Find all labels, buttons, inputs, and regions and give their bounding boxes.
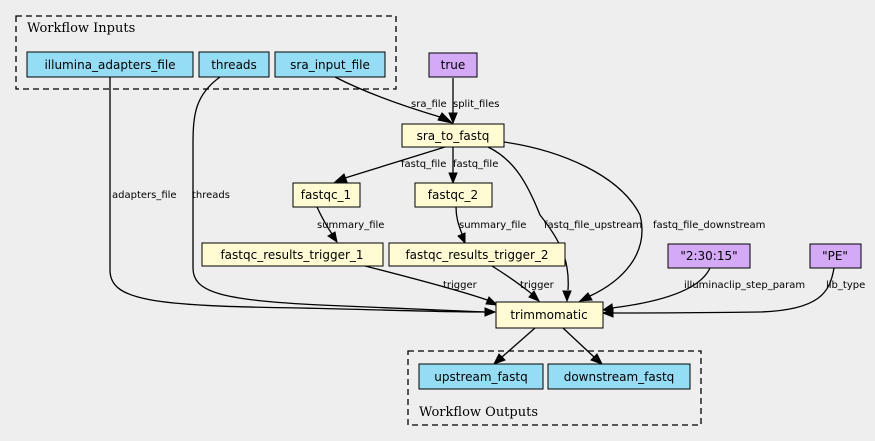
- edge-label-lib-type: lib_type: [826, 280, 865, 291]
- edge-label-summary-file-2: summary_file: [459, 220, 526, 231]
- node-label-sra-to-fastq: sra_to_fastq: [417, 129, 490, 143]
- edge-label-trigger-1: trigger: [443, 280, 478, 291]
- node-label-true-literal: true: [441, 58, 466, 72]
- node-trimmomatic[interactable]: trimmomatic: [495, 301, 604, 329]
- node-label-threads: threads: [211, 58, 257, 72]
- node-label-pe-literal: "PE": [822, 249, 848, 263]
- edge-fastq-file-downstream: [503, 141, 643, 297]
- edge-trigger-2: [491, 265, 533, 295]
- node-time-literal[interactable]: "2:30:15": [667, 243, 751, 269]
- edge-summary-file-2: [455, 206, 463, 235]
- node-fastqc-1[interactable]: fastqc_1: [292, 182, 361, 208]
- edge-trigger-1: [364, 265, 491, 302]
- node-pe-literal[interactable]: "PE": [809, 243, 862, 269]
- edge-label-adapters-file: adapters_file: [112, 190, 177, 201]
- node-fastqc-2[interactable]: fastqc_2: [414, 182, 493, 208]
- node-sra-to-fastq[interactable]: sra_to_fastq: [401, 123, 505, 148]
- edge-fastq-file-upstream: [487, 146, 569, 291]
- node-illumina-adapters-file[interactable]: illumina_adapters_file: [26, 51, 194, 78]
- node-label-time-literal: "2:30:15": [680, 249, 737, 263]
- edge-to-upstream-fastq: [501, 327, 536, 358]
- node-label-sra-input-file: sra_input_file: [290, 58, 370, 72]
- node-label-fastqc-2: fastqc_2: [428, 188, 478, 202]
- edge-threads: [192, 76, 486, 313]
- edge-to-downstream-fastq: [562, 327, 595, 358]
- node-downstream-fastq[interactable]: downstream_fastq: [547, 363, 691, 390]
- node-sra-input-file[interactable]: sra_input_file: [274, 51, 386, 78]
- node-label-upstream-fastq: upstream_fastq: [434, 370, 527, 384]
- node-label-fastqc-results-trigger-2: fastqc_results_trigger_2: [405, 248, 548, 262]
- edge-label-illuminaclip-step-param: illuminaclip_step_param: [684, 280, 805, 291]
- edge-label-sra-file: sra_file: [411, 99, 447, 110]
- workflow-inputs-label: Workflow Inputs: [27, 21, 135, 36]
- edge-label-fastq-file-1: fastq_file: [401, 159, 446, 170]
- edge-fastq-file-1: [344, 146, 446, 179]
- workflow-inputs-cluster: Workflow Inputs: [15, 15, 397, 90]
- edge-label-fastq-file-upstream: fastq_file_upstream: [544, 220, 642, 231]
- workflow-outputs-cluster: Workflow Outputs: [407, 350, 702, 426]
- node-upstream-fastq[interactable]: upstream_fastq: [418, 363, 544, 390]
- node-fastqc-results-trigger-2[interactable]: fastqc_results_trigger_2: [388, 242, 566, 267]
- edge-adapters-file: [109, 77, 486, 313]
- edge-sra-file: [334, 76, 441, 118]
- edges: sra_file split_files fastq_file fastq_fi…: [109, 76, 865, 365]
- edge-illuminaclip-step-param: [611, 267, 711, 309]
- workflow-outputs-label: Workflow Outputs: [419, 405, 538, 420]
- node-label-downstream-fastq: downstream_fastq: [564, 370, 675, 384]
- node-label-fastqc-results-trigger-1: fastqc_results_trigger_1: [220, 248, 363, 262]
- node-threads[interactable]: threads: [198, 51, 270, 78]
- node-label-fastqc-1: fastqc_1: [301, 188, 351, 202]
- edge-label-threads: threads: [192, 190, 230, 201]
- node-true-literal[interactable]: true: [428, 52, 478, 78]
- node-fastqc-results-trigger-1[interactable]: fastqc_results_trigger_1: [201, 242, 384, 267]
- edge-label-fastq-file-downstream: fastq_file_downstream: [653, 220, 765, 231]
- edge-summary-file-1: [316, 206, 333, 235]
- node-label-trimmomatic: trimmomatic: [510, 308, 587, 322]
- edge-label-trigger-2: trigger: [520, 280, 555, 291]
- node-label-illumina-adapters-file: illumina_adapters_file: [44, 58, 175, 72]
- edge-label-fastq-file-2: fastq_file: [453, 159, 498, 170]
- edge-label-summary-file-1: summary_file: [317, 220, 384, 231]
- edge-label-split-files: split_files: [453, 99, 499, 110]
- edge-lib-type: [612, 267, 835, 314]
